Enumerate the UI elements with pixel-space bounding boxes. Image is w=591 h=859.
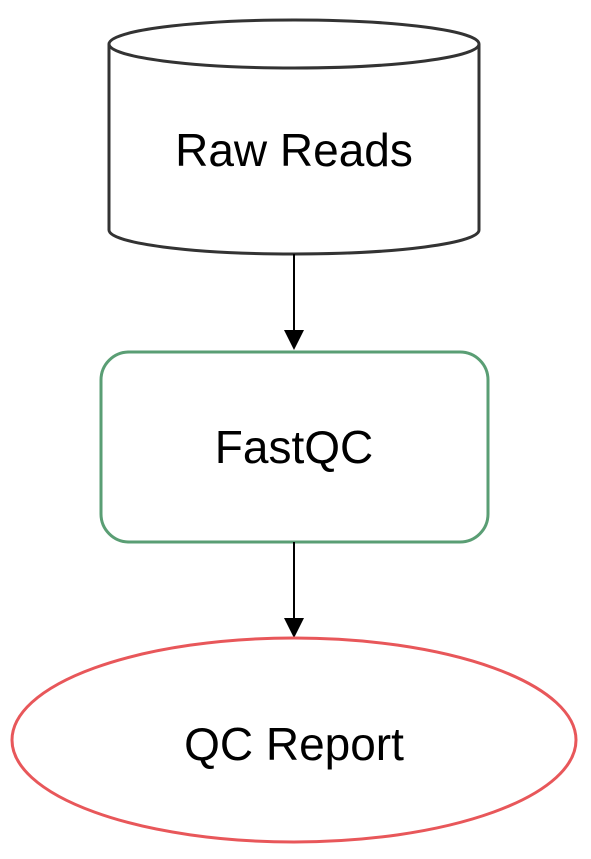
- qc-report-label: QC Report: [184, 718, 404, 770]
- fastqc-label: FastQC: [215, 421, 373, 473]
- raw-reads-node: Raw Reads: [107, 18, 481, 256]
- fastqc-node: FastQC: [99, 350, 490, 544]
- raw-reads-cylinder-top: [107, 18, 481, 70]
- raw-reads-label: Raw Reads: [175, 124, 413, 176]
- qc-report-ellipse: [10, 636, 578, 844]
- qc-report-node: QC Report: [10, 636, 578, 844]
